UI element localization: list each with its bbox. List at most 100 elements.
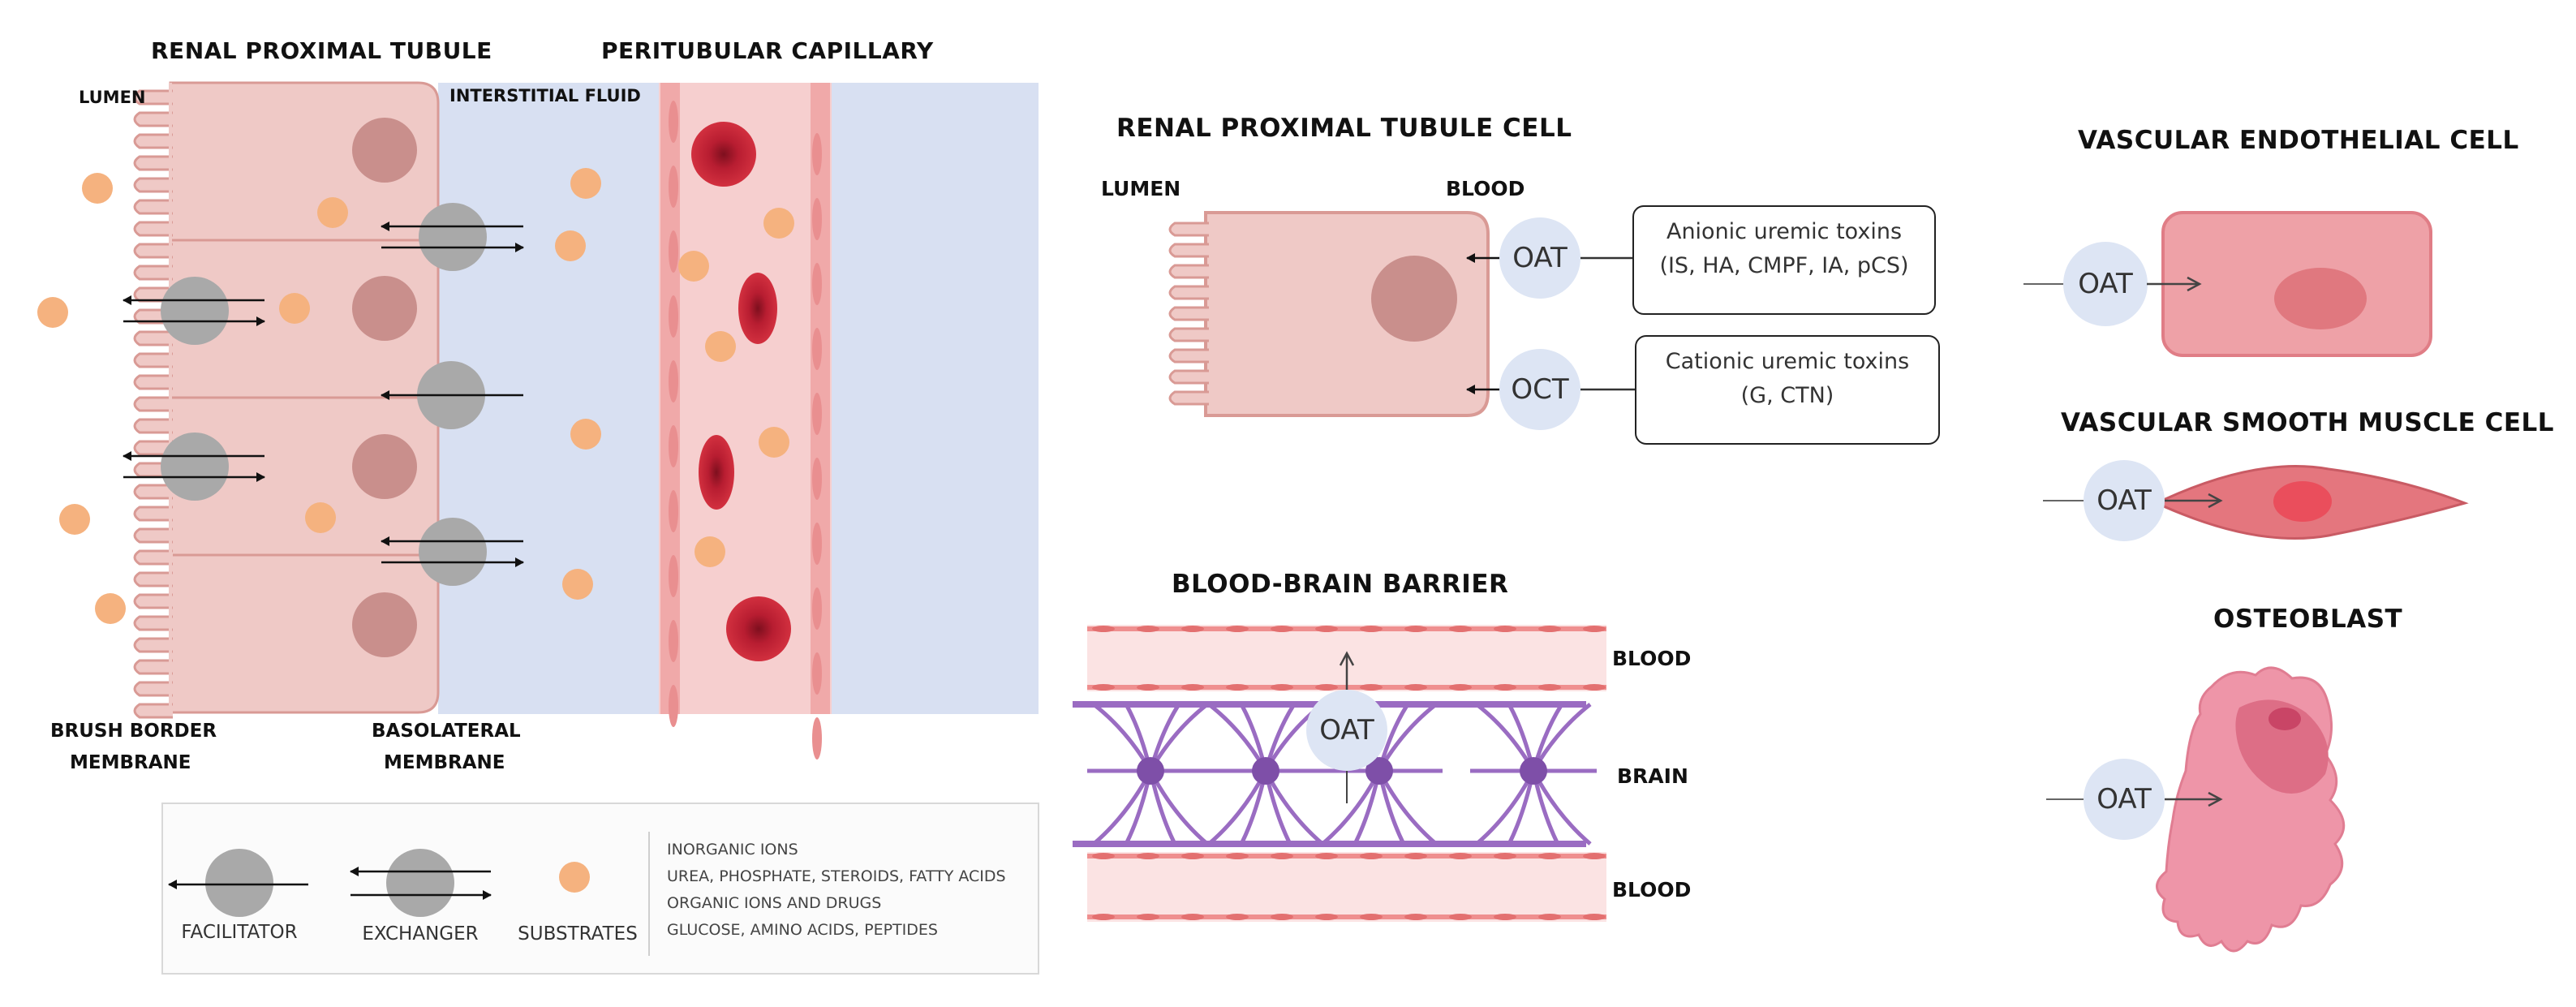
substrate-dot — [759, 427, 789, 458]
exchanger-transporter — [419, 203, 487, 271]
bbb-endothelial-nucleus — [1092, 853, 1115, 859]
bbb-endothelial-nucleus — [1538, 626, 1561, 632]
proximal-cell-nucleus — [1371, 256, 1457, 342]
brush-border-villus — [133, 111, 173, 127]
label-brush-border-2: MEMBRANE — [70, 752, 191, 773]
astrocyte — [1202, 703, 1329, 846]
bbb-endothelial-nucleus — [1583, 914, 1606, 920]
legend-substrate-item: GLUCOSE, AMINO ACIDS, PEPTIDES — [667, 921, 938, 939]
brush-border-villus — [133, 703, 173, 719]
brush-border-villus — [133, 221, 173, 237]
brush-border-villus — [133, 396, 173, 412]
bbb-endothelial-nucleus — [1583, 684, 1606, 691]
endothelial-nucleus — [812, 393, 822, 435]
endothelial-oat-bubble — [2063, 242, 2148, 326]
bbb-endothelial-nucleus — [1494, 853, 1516, 859]
legend-facilitator: FACILITATOR — [181, 922, 298, 943]
anionic-toxins-title: Anionic uremic toxins — [1666, 219, 1903, 244]
exchanger-symbol — [386, 849, 454, 917]
title-proximal-tubule-cell: RENAL PROXIMAL TUBULE CELL — [1116, 114, 1572, 143]
facilitator-symbol — [205, 849, 273, 917]
bbb-endothelial-nucleus — [1092, 626, 1115, 632]
endothelial-nucleus — [669, 685, 678, 727]
endothelial-nucleus — [812, 523, 822, 565]
tubule-nucleus — [352, 592, 417, 657]
red-blood-cell — [726, 596, 791, 661]
brush-border-villus — [133, 265, 173, 281]
legend — [161, 803, 1039, 975]
red-blood-cell — [738, 273, 777, 344]
bbb-endothelial-nucleus — [1583, 853, 1606, 859]
exchanger-transporter — [161, 432, 229, 501]
right-panel — [2023, 211, 2469, 953]
astrocyte-soma — [1252, 757, 1279, 785]
substrate-dot — [555, 230, 586, 261]
osteoblast-nucleus — [2235, 699, 2329, 794]
exchanger-transporter — [419, 518, 487, 586]
bbb-endothelial-nucleus — [1494, 626, 1516, 632]
bbb-endothelial-nucleus — [1538, 684, 1561, 691]
substrate-dot — [305, 502, 336, 533]
label-interstitial-fluid: INTERSTITIAL FLUID — [449, 86, 641, 105]
outer-space — [832, 83, 1039, 714]
label-lumen-cell: LUMEN — [1101, 177, 1181, 200]
brush-border-villus — [133, 243, 173, 259]
brush-border-villus — [133, 418, 173, 434]
endothelial-nucleus — [669, 425, 678, 467]
substrate-dot — [82, 173, 113, 204]
legend-substrate-item: UREA, PHOSPHATE, STEROIDS, FATTY ACIDS — [667, 867, 1006, 885]
label-brush-border-1: BRUSH BORDER — [50, 721, 217, 742]
title-peritubular-capillary: PERITUBULAR CAPILLARY — [601, 37, 934, 64]
cell-villus — [1168, 222, 1209, 237]
brush-border-villus — [133, 637, 173, 653]
label-bbb-blood-bottom: BLOOD — [1612, 878, 1692, 902]
osteoblast-nucleolus — [2269, 708, 2301, 730]
smooth-muscle-oat-bubble — [2084, 460, 2165, 541]
oat-bubble — [1499, 217, 1580, 299]
bbb-endothelial-nucleus — [1181, 684, 1204, 691]
bbb-endothelial-nucleus — [1449, 626, 1472, 632]
left-panel — [37, 81, 1039, 760]
osteoblast-oat-label: OAT — [2096, 783, 2152, 815]
brush-border-villus — [133, 374, 173, 390]
substrate-dot — [570, 168, 601, 199]
tubule-cells — [133, 81, 440, 719]
bbb-panel — [1073, 625, 1606, 922]
anionic-toxins-box: Anionic uremic toxins (IS, HA, CMPF, IA,… — [1632, 205, 1936, 315]
bbb-endothelial-nucleus — [1404, 914, 1427, 920]
oat-label: OAT — [1512, 242, 1568, 274]
bbb-endothelial-nucleus — [1271, 684, 1293, 691]
bbb-endothelial-nucleus — [1404, 684, 1427, 691]
bbb-endothelial-nucleus — [1404, 626, 1427, 632]
proximal-cell-villi — [1168, 222, 1209, 406]
osteoblast-oat-bubble — [2084, 759, 2165, 840]
oct-label: OCT — [1511, 373, 1569, 406]
endothelial-nucleus — [669, 166, 678, 208]
title-vascular-smooth-muscle: VASCULAR SMOOTH MUSCLE CELL — [2061, 408, 2555, 437]
label-basolateral-2: MEMBRANE — [384, 752, 505, 773]
endothelial-nucleus — [812, 652, 822, 695]
cell-villus — [1168, 264, 1209, 279]
legend-exchanger: EXCHANGER — [362, 923, 479, 945]
oct-bubble — [1499, 349, 1580, 430]
bbb-endothelial-nucleus — [1137, 914, 1159, 920]
brush-border-villus — [133, 352, 173, 368]
endothelial-nucleus — [812, 263, 822, 305]
bbb-endothelial-nucleus — [1226, 914, 1249, 920]
astrocyte-soma — [1520, 757, 1547, 785]
brush-border-villus — [133, 177, 173, 193]
cell-villus — [1168, 369, 1209, 385]
astrocyte-soma — [1365, 757, 1393, 785]
substrate-dot — [678, 251, 709, 282]
transporters — [123, 203, 524, 586]
substrate-dot — [763, 208, 794, 239]
bbb-endothelial-nucleus — [1449, 684, 1472, 691]
bbb-endothelial-nucleus — [1315, 626, 1338, 632]
bbb-endothelial-nucleus — [1315, 853, 1338, 859]
cell-villus — [1168, 306, 1209, 321]
substrate-dot — [95, 593, 126, 624]
cell-villus — [1168, 348, 1209, 364]
bbb-endothelial-nucleus — [1271, 853, 1293, 859]
tubule-nucleus — [352, 276, 417, 341]
